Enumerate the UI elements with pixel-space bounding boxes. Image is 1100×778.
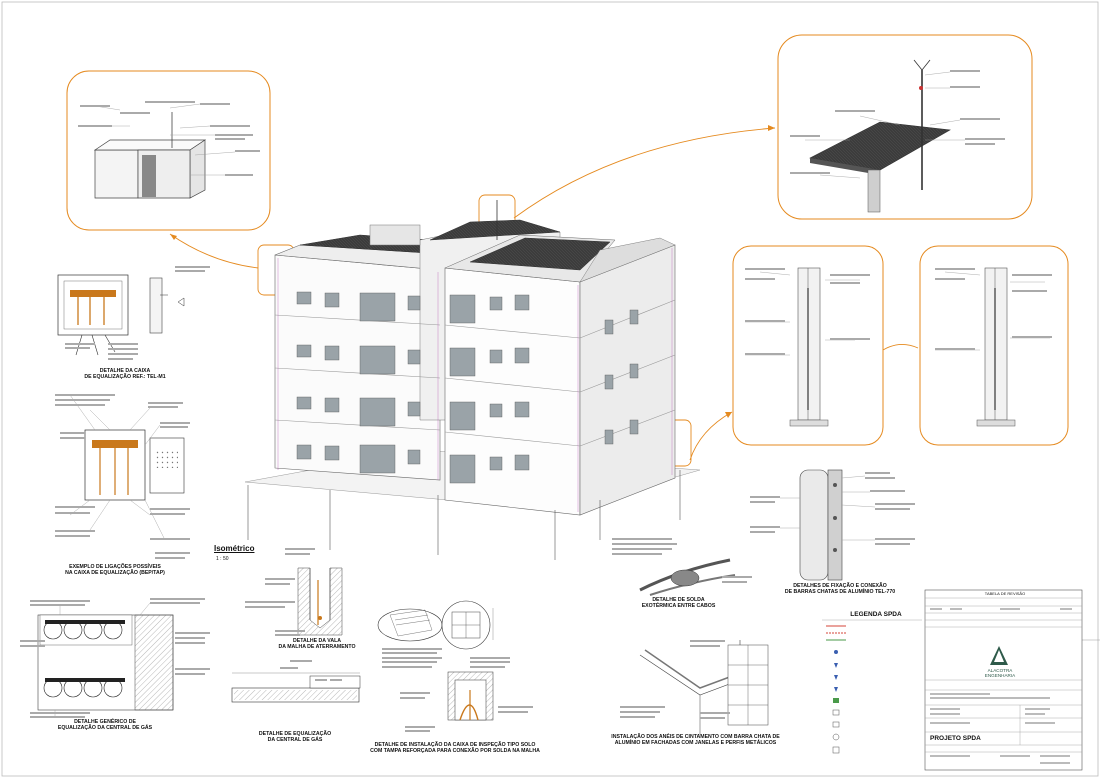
legend-title: LEGENDA SPDA [850, 611, 902, 618]
inspection-box-caption: DETALHE DE INSTALAÇÃO DA CAIXA DE INSPEÇ… [370, 742, 540, 754]
exothermic-weld-detail [612, 538, 752, 596]
gas-central-generic-caption: DETALHE GENÉRICO DE EQUALIZAÇÃO DA CENTR… [57, 719, 153, 731]
callout-column-bar-2 [919, 245, 1069, 446]
callout-column-bar-1 [732, 245, 884, 446]
ring-installation-detail [620, 640, 769, 735]
flat-bar-fixing-detail [750, 469, 915, 581]
inspection-box-detail [377, 600, 533, 732]
project-name: PROJETO SPDA [930, 735, 981, 742]
equalization-box-ref-caption: DETALHE DA CAIXA DE EQUALIZAÇÃO REF.: TE… [84, 368, 166, 380]
trench-detail-caption: DETALHE DA VALA DA MALHA DE ATERRAMENTO [278, 638, 356, 650]
title-block [924, 589, 1083, 771]
equalization-box-detail [57, 266, 210, 360]
spda-legend [822, 619, 922, 754]
building-isometric [244, 200, 701, 560]
isometric-scale: 1 : 50 [216, 556, 229, 562]
revision-table-title: TABELA DE REVISÃO [984, 591, 1026, 596]
gas-central-generic-detail [20, 598, 210, 718]
connection-example-detail [55, 394, 190, 559]
gas-central-equalization-caption: DETALHE DE EQUALIZAÇÃO DA CENTRAL DE GÁS [258, 731, 332, 743]
ring-installation-caption: INSTALAÇÃO DOS ANÉIS DE CINTAMENTO COM B… [611, 734, 780, 746]
company-name: ALACOTRA ENGENHARIA [984, 668, 1016, 679]
callout-parapet-detail [66, 70, 271, 231]
callout-leaders [169, 127, 919, 461]
gas-central-equalization-detail [231, 660, 361, 703]
callout-mast-detail [777, 34, 1033, 220]
isometric-title: Isométrico [214, 544, 255, 553]
connection-example-caption: EXEMPLO DE LIGAÇÕES POSSÍVEIS NA CAIXA D… [65, 564, 165, 576]
flat-bar-fixing-caption: DETALHES DE FIXAÇÃO E CONEXÃO DE BARRAS … [784, 583, 896, 595]
trench-detail [245, 548, 343, 636]
exothermic-weld-caption: DETALHE DE SOLDA EXOTÉRMICA ENTRE CABOS [641, 597, 716, 609]
